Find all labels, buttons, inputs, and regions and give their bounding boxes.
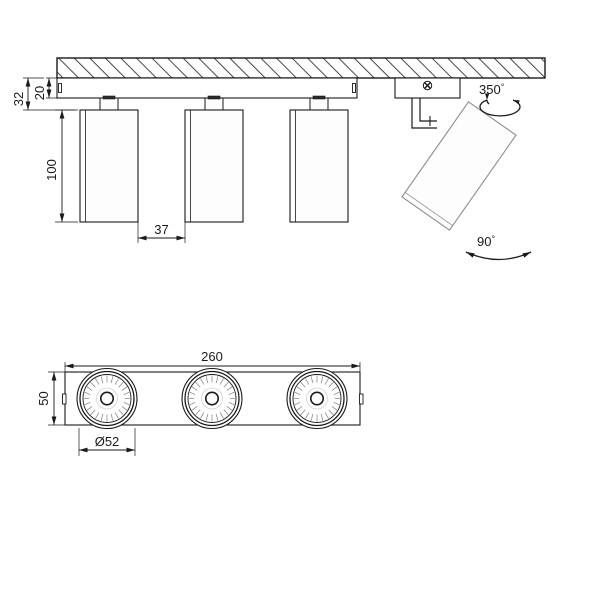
angle-90-label: 90° [477,234,495,249]
spot-1 [79,95,139,223]
bottom-plan-group: 260 50 Ø52 [36,349,364,456]
dimension-100-label: 100 [44,159,59,181]
plan-lens-2 [181,367,243,430]
plan-tab-right [359,393,364,405]
adjustable-spot-body [401,101,517,231]
spot-3 [289,95,349,223]
spot-2 [184,95,244,223]
side-elevation-group: 350° 90° 20 32 100 [11,57,546,261]
dimension-260: 260 [64,349,361,378]
screw-icon [422,80,433,91]
dimension-32-label: 32 [11,92,26,106]
plan-tab-left [62,393,67,405]
dimension-37-label: 37 [154,222,168,237]
base-plate-adjustable [394,77,461,99]
dimension-20: 20 [32,77,68,100]
angle-350-label: 350° [479,82,505,97]
pan-angle-350: 350° [479,82,521,117]
dimension-20-label: 20 [32,86,47,100]
dimension-37: 37 [137,215,186,243]
plan-lens-3 [286,367,348,430]
dimension-diameter-52-label: Ø52 [95,434,120,449]
tilt-angle-90: 90° [465,234,532,261]
plan-lens-1 [76,367,138,430]
dimension-100: 100 [44,109,78,223]
dimension-diameter-52: Ø52 [78,428,136,456]
dimension-50: 50 [36,371,70,426]
base-plate [56,77,358,99]
dimension-260-label: 260 [201,349,223,364]
ceiling-slab [56,57,546,79]
yoke-bracket [411,98,437,129]
dimension-50-label: 50 [36,391,51,405]
